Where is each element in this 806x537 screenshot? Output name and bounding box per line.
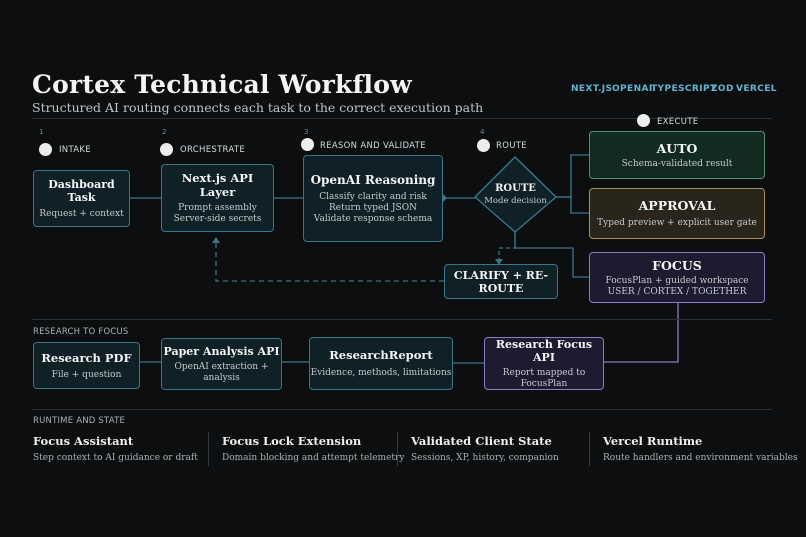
node-subtitle: Evidence, methods, limitations xyxy=(310,368,452,378)
tech-tag-zod: ZOD xyxy=(711,84,734,94)
node-subtitle: Request + context xyxy=(39,208,124,219)
vertical-divider xyxy=(397,432,398,466)
arrowhead xyxy=(495,259,503,265)
node-title: ResearchReport xyxy=(329,348,433,362)
runtime-item-title: Validated Client State xyxy=(411,434,552,448)
step-number: 3 xyxy=(304,128,309,136)
step-dot xyxy=(637,114,650,127)
node-subtitle: Mode decision xyxy=(484,196,547,206)
node-subtitle: Schema-validated result xyxy=(621,158,733,169)
node-title: Research PDF xyxy=(41,350,132,365)
step-label-route: ROUTE xyxy=(496,141,527,151)
node-title: CLARIFY + RE-ROUTE xyxy=(453,268,549,295)
runtime-item-focus-assistant: Focus Assistant Step context to AI guida… xyxy=(33,434,198,463)
connector-route-clarify xyxy=(498,232,516,264)
page-title: Cortex Technical Workflow xyxy=(32,70,412,99)
step-number: 1 xyxy=(39,128,44,136)
runtime-item-desc: Route handlers and environment variables xyxy=(603,453,798,463)
step-dot xyxy=(301,138,314,151)
connector-focusapi-focus xyxy=(604,303,679,363)
section-label-research: RESEARCH TO FOCUS xyxy=(33,327,129,337)
node-subtitle: Typed preview + explicit user gate xyxy=(597,218,757,228)
runtime-item-client-state: Validated Client State Sessions, XP, his… xyxy=(411,434,559,463)
node-subtitle: FocusPlan xyxy=(520,378,568,389)
node-approval: APPROVAL Typed preview + explicit user g… xyxy=(589,188,765,239)
divider xyxy=(32,319,772,320)
node-route: ROUTE Mode decision xyxy=(475,183,556,206)
node-clarify-reroute: CLARIFY + RE-ROUTE xyxy=(444,264,558,299)
node-title: FOCUS xyxy=(652,257,702,273)
step-number: 2 xyxy=(162,128,167,136)
page-subtitle: Structured AI routing connects each task… xyxy=(32,100,484,115)
node-subtitle: Server-side secrets xyxy=(173,214,262,224)
node-research-pdf: Research PDF File + question xyxy=(33,342,140,389)
route-diamond xyxy=(473,156,558,233)
runtime-item-focus-lock: Focus Lock Extension Domain blocking and… xyxy=(222,434,404,463)
step-label-orchestrate: ORCHESTRATE xyxy=(180,145,246,155)
step-label-execute: EXECUTE xyxy=(657,117,699,127)
node-subtitle: Validate response schema xyxy=(313,213,433,224)
node-auto: AUTO Schema-validated result xyxy=(589,131,765,179)
tech-tag-vercel: VERCEL xyxy=(736,84,777,94)
node-subtitle: File + question xyxy=(51,369,122,380)
node-research-focus-api: Research Focus API Report mapped to Focu… xyxy=(484,337,604,390)
node-subtitle: analysis xyxy=(203,372,240,383)
node-title: Research Focus API xyxy=(495,337,593,364)
node-subtitle: USER / CORTEX / TOGETHER xyxy=(607,286,747,297)
step-dot xyxy=(477,139,490,152)
step-dot xyxy=(39,143,52,156)
node-title: OpenAI Reasoning xyxy=(310,172,436,187)
node-title: AUTO xyxy=(656,140,698,156)
vertical-divider xyxy=(589,432,590,466)
step-dot xyxy=(160,143,173,156)
node-subtitle: Return typed JSON xyxy=(329,202,417,213)
runtime-item-desc: Step context to AI guidance or draft xyxy=(33,453,198,463)
runtime-item-title: Focus Lock Extension xyxy=(222,434,362,448)
node-title: Dashboard Task xyxy=(48,177,115,204)
node-title: APPROVAL xyxy=(638,198,716,213)
node-research-report: ResearchReport Evidence, methods, limita… xyxy=(309,337,453,390)
node-focus: FOCUS FocusPlan + guided workspace USER … xyxy=(589,252,765,303)
runtime-item-desc: Domain blocking and attempt telemetry xyxy=(222,453,405,463)
node-subtitle: OpenAI extraction + xyxy=(174,361,269,372)
step-label-intake: INTAKE xyxy=(59,145,91,155)
arrowhead xyxy=(443,194,447,202)
tech-tag-nextjs: NEXT.JS xyxy=(571,84,613,94)
node-subtitle: Report mapped to xyxy=(502,367,586,378)
node-title: Next.js API Layer xyxy=(181,171,254,199)
node-subtitle: Classify clarity and risk xyxy=(319,191,427,202)
runtime-item-title: Focus Assistant xyxy=(33,434,134,448)
node-dashboard-task: Dashboard Task Request + context xyxy=(33,170,130,227)
section-label-runtime: RUNTIME AND STATE xyxy=(33,416,126,426)
divider xyxy=(32,118,772,119)
node-nextjs-api-layer: Next.js API Layer Prompt assembly Server… xyxy=(161,164,274,232)
node-title: ROUTE xyxy=(495,183,536,194)
tech-tag-openai: OPENAI xyxy=(612,84,653,94)
node-title: Paper Analysis API xyxy=(163,344,280,358)
node-openai-reasoning: OpenAI Reasoning Classify clarity and ri… xyxy=(303,155,443,242)
node-subtitle: Prompt assembly xyxy=(178,203,257,213)
vertical-divider xyxy=(208,432,209,466)
arrowhead xyxy=(212,237,220,243)
step-label-reason-validate: REASON AND VALIDATE xyxy=(320,141,426,151)
tech-tag-typescript: TYPESCRIPT xyxy=(651,84,717,94)
divider xyxy=(32,409,772,410)
connector-route-approval xyxy=(556,196,589,214)
runtime-item-desc: Sessions, XP, history, companion xyxy=(411,453,559,463)
node-paper-analysis-api: Paper Analysis API OpenAI extraction + a… xyxy=(161,338,282,390)
connector-route-auto xyxy=(556,154,589,198)
connector-clarify-reroute xyxy=(215,238,444,282)
step-number: 4 xyxy=(480,128,485,136)
runtime-item-title: Vercel Runtime xyxy=(603,434,703,448)
node-subtitle: FocusPlan + guided workspace xyxy=(605,275,749,286)
runtime-item-vercel-runtime: Vercel Runtime Route handlers and enviro… xyxy=(603,434,798,463)
